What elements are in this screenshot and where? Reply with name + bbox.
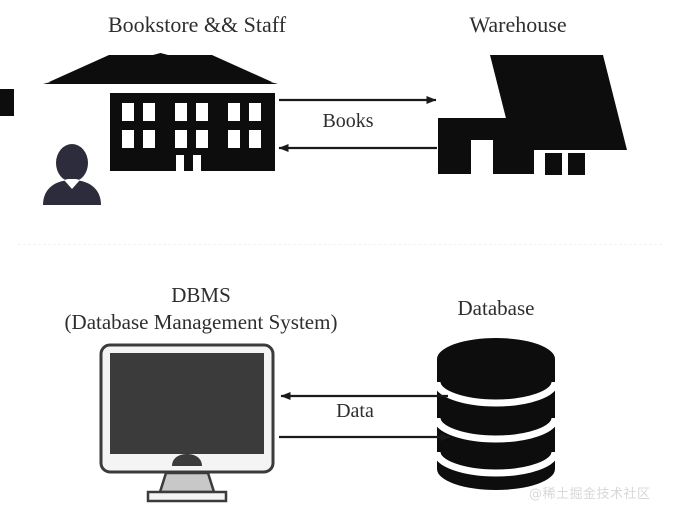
section-divider [18,244,662,245]
warehouse-house-icon [0,55,627,175]
warehouse-label: Warehouse [469,12,567,37]
bookstore-label: Bookstore && Staff [107,12,287,37]
bank-building-icon [43,53,278,172]
books-flow-label: Books [322,110,374,132]
data-flow-label: Data [336,400,374,422]
desktop-monitor-icon [99,343,275,503]
database-cylinder-icon [433,338,559,490]
database-label: Database [457,296,535,320]
dbms-sublabel: (Database Management System) [64,310,338,334]
dbms-label: DBMS [171,283,231,307]
person-staff-icon [43,144,101,205]
watermark-text: @稀土掘金技术社区 [529,487,651,502]
